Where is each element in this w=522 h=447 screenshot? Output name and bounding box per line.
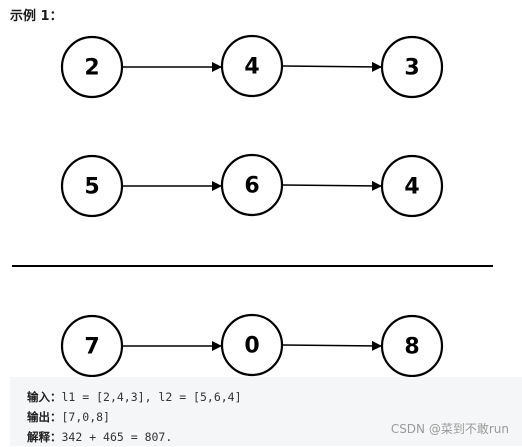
node-circle [60, 314, 124, 377]
input-label: 输入： [27, 390, 62, 404]
node-value: 2 [84, 56, 99, 81]
node-circle [220, 34, 284, 98]
input-line: 输入：l1 = [2,4,3], l2 = [5,6,4] [27, 387, 522, 407]
node-circle [380, 314, 444, 377]
node-value: 3 [404, 56, 419, 81]
node-value: 0 [244, 334, 259, 359]
node-value: 8 [404, 335, 419, 360]
node-value: 4 [244, 55, 259, 80]
node-circle [220, 313, 284, 377]
list-result: 7 0 8 [60, 313, 444, 377]
list-node: 5 [60, 154, 124, 218]
output-label: 输出： [27, 410, 62, 424]
list-node: 6 [220, 153, 284, 217]
list-node: 0 [220, 313, 284, 377]
arrow-edge [282, 61, 382, 72]
node-value: 4 [404, 175, 419, 200]
explain-line: 解释：342 + 465 = 807. [27, 427, 522, 447]
output-line: 输出：[7,0,8] [27, 407, 522, 427]
list-node: 2 [60, 35, 124, 99]
explain-label: 解释： [27, 430, 62, 444]
list-node: 4 [220, 34, 284, 98]
arrow-edge [282, 340, 382, 351]
list-node: 4 [380, 154, 444, 218]
output-value: [7,0,8] [61, 410, 110, 424]
list-l2: 5 6 4 [60, 153, 444, 218]
example-title: 示例 1： [10, 9, 63, 24]
example-code-block: 输入：l1 = [2,4,3], l2 = [5,6,4] 输出：[7,0,8]… [10, 377, 522, 446]
explain-value: 342 + 465 = 807. [61, 430, 173, 444]
list-node: 3 [380, 35, 444, 99]
list-l1: 2 4 3 [60, 34, 444, 99]
watermark: CSDN @菜到不敢run [390, 422, 509, 436]
list-node: 8 [380, 314, 444, 377]
node-circle [60, 154, 124, 218]
arrow-edge [282, 180, 382, 191]
input-value: l1 = [2,4,3], l2 = [5,6,4] [61, 390, 242, 404]
linked-list-diagram: 2 4 3 5 6 4 7 [12, 34, 493, 377]
node-value: 6 [244, 174, 259, 199]
list-node: 7 [60, 314, 124, 377]
node-circle [380, 154, 444, 218]
node-circle [60, 35, 124, 99]
node-circle [380, 35, 444, 99]
node-value: 5 [84, 175, 99, 200]
node-value: 7 [84, 335, 99, 360]
node-circle [220, 153, 284, 217]
